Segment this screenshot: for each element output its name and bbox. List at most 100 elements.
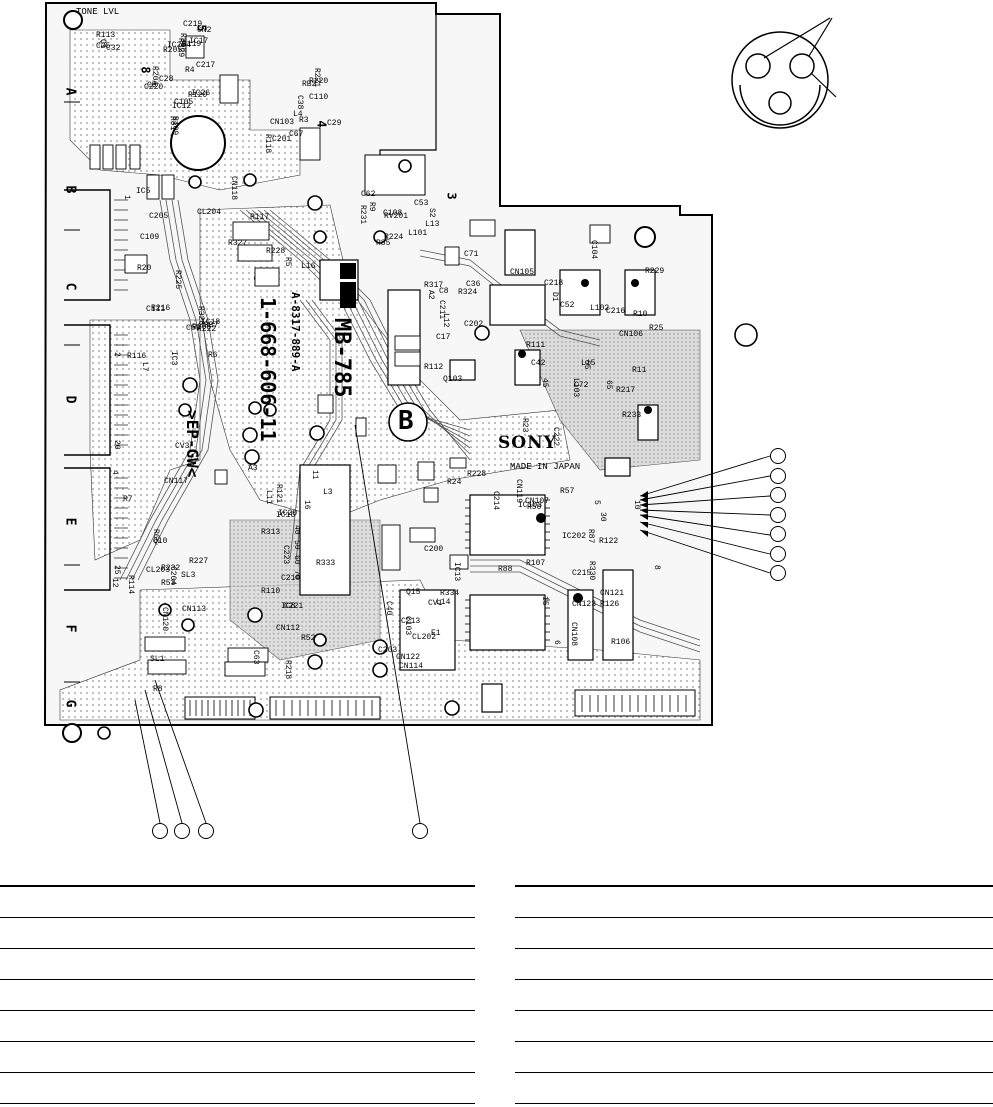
component-label: S2	[427, 208, 436, 218]
component-label: CN121	[600, 589, 625, 598]
component-label: C203	[378, 646, 398, 655]
label-side: B	[398, 406, 414, 436]
component-label: Q15	[406, 588, 421, 597]
component-label: C223	[281, 545, 290, 565]
component-label: C104	[589, 240, 598, 260]
table-row	[515, 1072, 993, 1104]
table-row	[0, 1010, 475, 1042]
component-label: CN105	[510, 268, 535, 277]
component-label: R318	[178, 33, 187, 53]
pin-number: 12	[110, 578, 119, 588]
component-label: C220	[144, 83, 164, 92]
component-label: C200	[424, 545, 444, 554]
component-label: R52	[301, 634, 316, 643]
table-cell	[515, 1072, 993, 1104]
component-label: C218	[544, 279, 564, 288]
component-label: R4	[185, 66, 195, 75]
component-label: L7	[140, 362, 149, 372]
component-label: R121	[274, 484, 283, 504]
component-label: C110	[309, 93, 329, 102]
component-label: R227	[189, 557, 209, 566]
component-label: R313	[261, 528, 281, 537]
component-label: CV3	[175, 442, 190, 451]
component-label: C205	[149, 212, 169, 221]
component-label: C210	[281, 574, 301, 583]
component-label: CN108	[569, 622, 578, 647]
component-label: L3	[323, 488, 333, 497]
component-label: R10	[633, 310, 648, 319]
component-label: R231	[358, 205, 367, 225]
component-label: C216	[606, 307, 626, 316]
table-cell	[0, 1072, 475, 1104]
component-label: C53	[414, 199, 429, 208]
component-label: C40	[384, 601, 393, 616]
table-cell	[515, 917, 993, 949]
component-label: CN120	[160, 607, 169, 632]
component-label: R24	[447, 478, 462, 487]
component-label: C62	[361, 190, 376, 199]
component-label: L13	[425, 220, 440, 229]
table-cell	[515, 1041, 993, 1073]
component-label: C201	[272, 135, 292, 144]
passive-components	[89, 35, 611, 677]
column-marker: 3	[444, 192, 459, 200]
component-label: IC12	[172, 102, 192, 111]
component-label: R333	[316, 559, 336, 568]
table-row	[0, 1041, 475, 1073]
label-pcb-code: A-8317-889-A	[289, 292, 302, 372]
component-label: C8	[439, 287, 449, 296]
test-points	[97, 159, 758, 740]
component-label: A3	[248, 464, 258, 473]
callout-circle	[770, 545, 786, 562]
component-label: CN114	[399, 662, 424, 671]
component-label: R119	[182, 40, 202, 49]
component-label: CN119	[514, 479, 523, 504]
pin-number: 8	[652, 565, 661, 570]
component-label: C72	[574, 381, 589, 390]
label-model: MB-785	[329, 318, 354, 398]
component-label: C52	[560, 301, 575, 310]
pin-number: 4	[110, 470, 119, 475]
component-label: CL203	[146, 566, 171, 575]
table-row	[0, 885, 475, 918]
callout-circle	[152, 823, 168, 839]
component-label: R7	[123, 495, 133, 504]
component-label: C36	[466, 280, 481, 289]
pin-number: 5	[592, 500, 601, 505]
component-label: CL202	[412, 633, 437, 642]
label-tone: TONE LVL	[76, 7, 120, 17]
table-cell	[0, 1041, 475, 1073]
component-label: IC20	[278, 509, 298, 518]
pin-number: 10	[632, 500, 641, 510]
component-label: CN123	[572, 600, 597, 609]
component-label: R216	[151, 304, 171, 313]
pin-number: 30	[598, 512, 607, 522]
component-label: C111	[146, 305, 166, 314]
component-label: CN2	[197, 26, 212, 35]
component-label: IC13	[452, 562, 461, 582]
component-label: R114	[126, 575, 135, 595]
component-label: R222	[197, 325, 217, 334]
table-row	[0, 948, 475, 980]
component-label: L102	[590, 304, 610, 313]
component-label: L101	[408, 229, 428, 238]
table-row	[515, 979, 993, 1011]
table-cell	[0, 885, 475, 918]
component-label: IC3	[169, 351, 178, 366]
component-label: IC202	[562, 532, 587, 541]
component-label: R50	[527, 503, 542, 512]
component-label: L14	[436, 598, 451, 607]
component-label: R118	[263, 134, 272, 154]
table-cell	[515, 1010, 993, 1042]
component-label: C214	[491, 491, 500, 511]
component-label: R317	[424, 281, 444, 290]
component-label: CN118	[229, 176, 238, 201]
component-label: R87	[586, 529, 595, 544]
table-cell	[0, 917, 475, 949]
component-label: C67	[289, 130, 304, 139]
ic-pin-rows	[465, 499, 550, 641]
component-label: R334	[440, 589, 460, 598]
component-label: R205	[163, 46, 183, 55]
table-cell	[0, 1010, 475, 1042]
